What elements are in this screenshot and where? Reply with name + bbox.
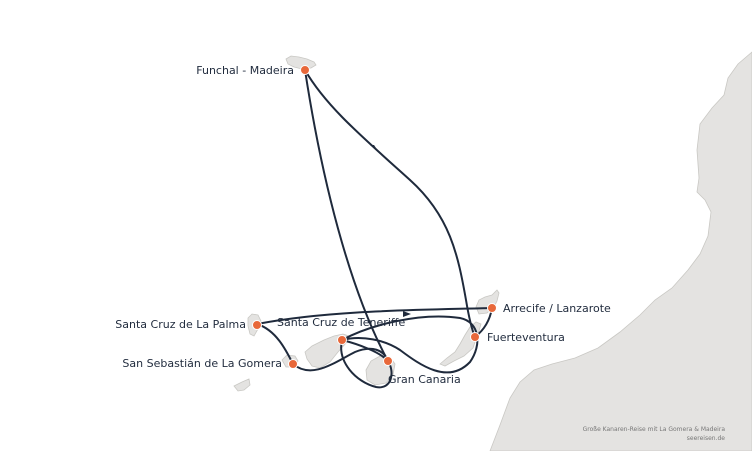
- port-marker-fuerteventura[interactable]: [470, 332, 480, 342]
- route-funchal-fuerteventura: [304, 69, 476, 338]
- route-grancanaria-funchal: [304, 69, 389, 362]
- africa-coastline: [489, 51, 752, 451]
- port-marker-tenerife[interactable]: [337, 335, 347, 345]
- ports-layer: Funchal - Madeira Arrecife / Lanzarote F…: [115, 64, 611, 386]
- direction-arrow-west: [403, 311, 411, 317]
- route-gomera-grancanaria: [292, 347, 389, 372]
- credit-source: seereisen.de: [687, 435, 726, 442]
- port-marker-funchal[interactable]: [300, 65, 310, 75]
- cruise-routes: [256, 69, 493, 389]
- island-fuerteventura: [439, 321, 482, 367]
- port-marker-arrecife[interactable]: [487, 303, 497, 313]
- port-marker-lapalma[interactable]: [252, 320, 262, 330]
- route-lanzarote-lapalma: [256, 307, 493, 325]
- port-marker-gomera[interactable]: [288, 359, 298, 369]
- island-el-hierro: [233, 378, 251, 392]
- island-madeira: [285, 55, 317, 70]
- port-label-funchal: Funchal - Madeira: [196, 64, 294, 77]
- port-label-gomera: San Sebastián de La Gomera: [122, 357, 282, 370]
- port-label-tenerife: Santa Cruz de Teneriffe: [277, 316, 405, 329]
- route-tenerife-fuerteventura-loop: [341, 315, 479, 374]
- direction-arrow-north: [370, 145, 378, 151]
- credit-title: Große Kanaren-Reise mit La Gomera & Made…: [583, 426, 726, 433]
- port-label-grancanaria: Gran Canaria: [388, 373, 461, 386]
- port-label-lapalma: Santa Cruz de La Palma: [115, 318, 246, 331]
- port-marker-grancanaria[interactable]: [383, 356, 393, 366]
- port-label-arrecife: Arrecife / Lanzarote: [503, 302, 611, 315]
- port-label-fuerteventura: Fuerteventura: [487, 331, 565, 344]
- route-tenerife-grancanaria-loop: [340, 339, 393, 389]
